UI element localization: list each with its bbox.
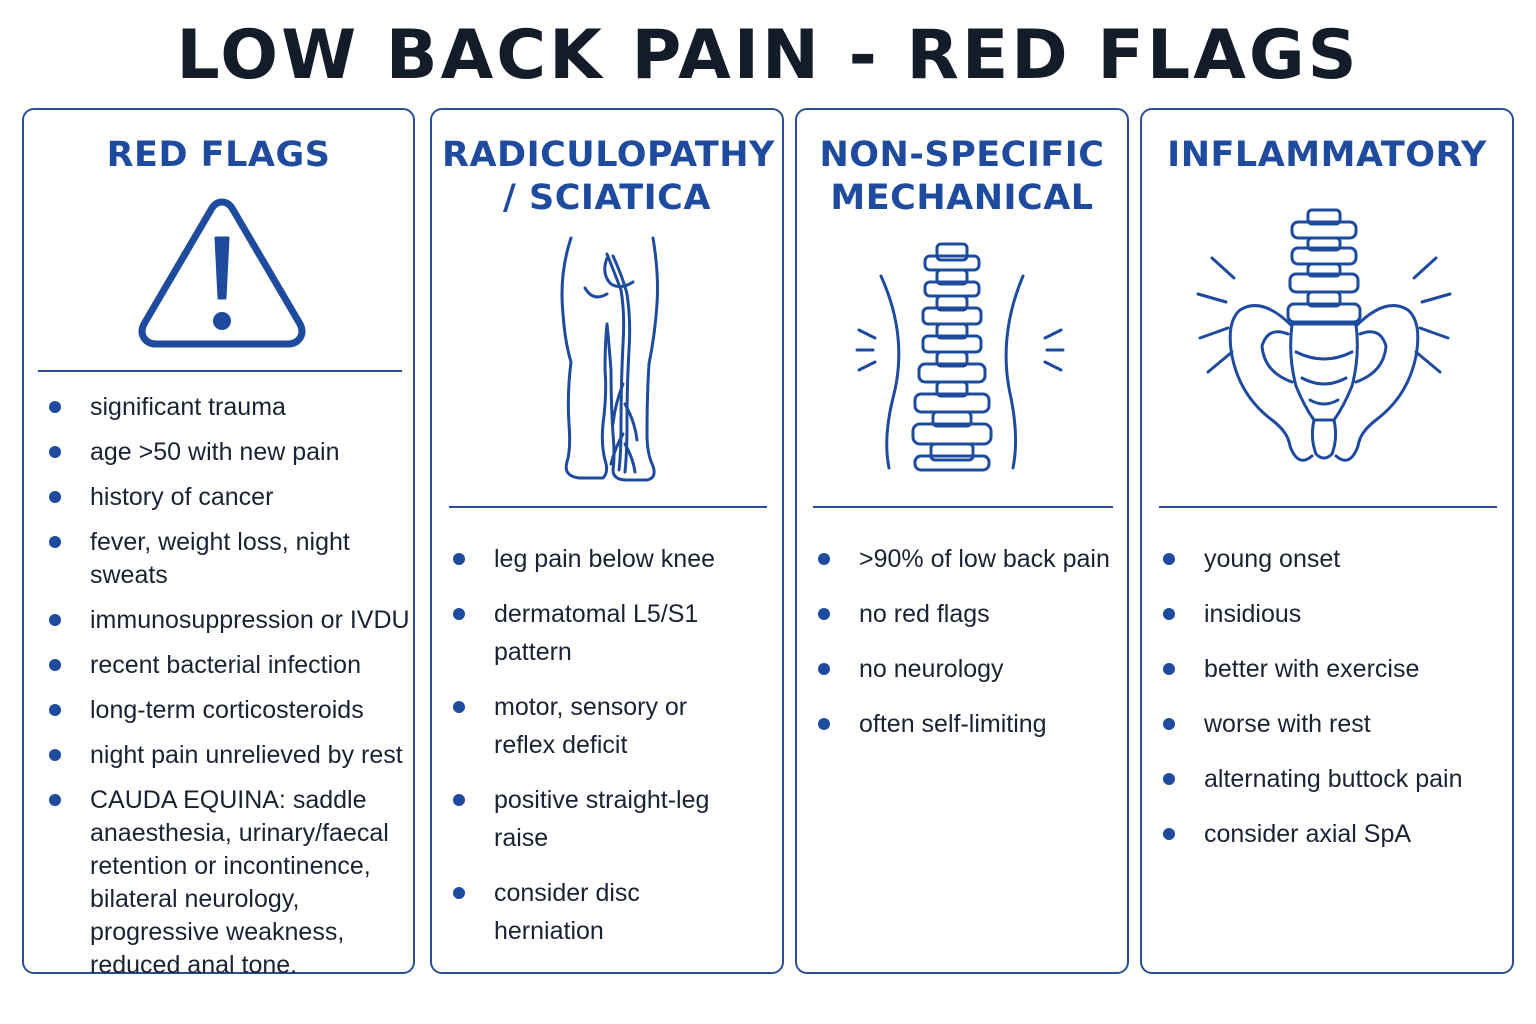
bullet-icon (49, 749, 61, 761)
bullet-icon (49, 704, 61, 716)
list-item: no neurology (807, 650, 1117, 688)
list-item: young onset (1152, 540, 1492, 578)
list-item: age >50 with new pain (38, 436, 412, 469)
panel-divider (449, 506, 767, 508)
bullet-icon (49, 446, 61, 458)
list-item: no red flags (807, 595, 1117, 633)
panel-title: INFLAMMATORY (1167, 135, 1487, 175)
bullet-icon (49, 659, 61, 671)
list-item: consider disc herniation (442, 874, 752, 950)
bullet-icon (1163, 773, 1175, 785)
list-item: leg pain below knee (442, 540, 752, 578)
panel-non-specific-mechanical: NON-SPECIFIC MECHANICAL (795, 108, 1129, 974)
non-specific-list: >90% of low back pain no red flags no ne… (807, 540, 1117, 760)
page-title: LOW BACK PAIN - RED FLAGS (176, 16, 1360, 95)
list-item: night pain unrelieved by rest (38, 739, 412, 772)
panel-red-flags: RED FLAGS significant trauma age >50 wit… (22, 108, 415, 979)
bullet-icon (818, 608, 830, 620)
list-item: long-term corticosteroids (38, 694, 412, 727)
list-item: positive straight-leg raise (442, 781, 752, 857)
list-item: consider axial SpA (1152, 815, 1492, 853)
bullet-icon (818, 718, 830, 730)
bullet-icon (818, 553, 830, 565)
red-flags-list: significant trauma age >50 with new pain… (38, 391, 412, 982)
bullet-icon (49, 614, 61, 626)
bullet-icon (818, 663, 830, 675)
warning-triangle-icon (136, 196, 308, 352)
list-item: worse with rest (1152, 705, 1492, 743)
bullet-icon (1163, 663, 1175, 675)
list-item: significant trauma (38, 391, 412, 424)
bullet-icon (49, 794, 61, 806)
bullet-icon (453, 887, 465, 899)
panel-title: NON-SPECIFIC MECHANICAL (819, 135, 1105, 218)
panel-radiculopathy: RADICULOPATHY / SCIATICA leg pain below … (430, 108, 784, 974)
bullet-icon (1163, 828, 1175, 840)
bullet-icon (49, 536, 61, 548)
bullet-icon (453, 608, 465, 620)
panel-divider (38, 370, 402, 372)
list-item: fever, weight loss, night sweats (38, 526, 412, 592)
panel-title: RED FLAGS (106, 135, 331, 175)
panel-divider (1159, 506, 1497, 508)
list-item: motor, sensory or reflex deficit (442, 688, 752, 764)
list-item-cauda-equina: CAUDA EQUINA: saddle anaesthesia, urinar… (38, 784, 412, 982)
bullet-icon (1163, 553, 1175, 565)
list-item: alternating buttock pain (1152, 760, 1492, 798)
list-item: immunosuppression or IVDU (38, 604, 412, 637)
bullet-icon (453, 553, 465, 565)
leg-nerve-icon (549, 234, 669, 486)
panel-divider (813, 506, 1113, 508)
list-item: often self-limiting (807, 705, 1117, 743)
list-item: insidious (1152, 595, 1492, 633)
bullet-icon (453, 794, 465, 806)
pelvis-spine-icon (1192, 206, 1456, 466)
radiculopathy-list: leg pain below knee dermatomal L5/S1 pat… (442, 540, 752, 967)
panel-title: RADICULOPATHY / SCIATICA (442, 135, 775, 218)
list-item: recent bacterial infection (38, 649, 412, 682)
panel-inflammatory: INFLAMMATORY (1140, 108, 1514, 974)
list-item: dermatomal L5/S1 pattern (442, 595, 752, 671)
bullet-icon (49, 491, 61, 503)
list-item: better with exercise (1152, 650, 1492, 688)
bullet-icon (1163, 718, 1175, 730)
bullet-icon (1163, 608, 1175, 620)
bullet-icon (49, 401, 61, 413)
spine-icon (853, 238, 1067, 474)
list-item: >90% of low back pain (807, 540, 1117, 578)
inflammatory-list: young onset insidious better with exerci… (1152, 540, 1492, 870)
bullet-icon (453, 701, 465, 713)
list-item: history of cancer (38, 481, 412, 514)
